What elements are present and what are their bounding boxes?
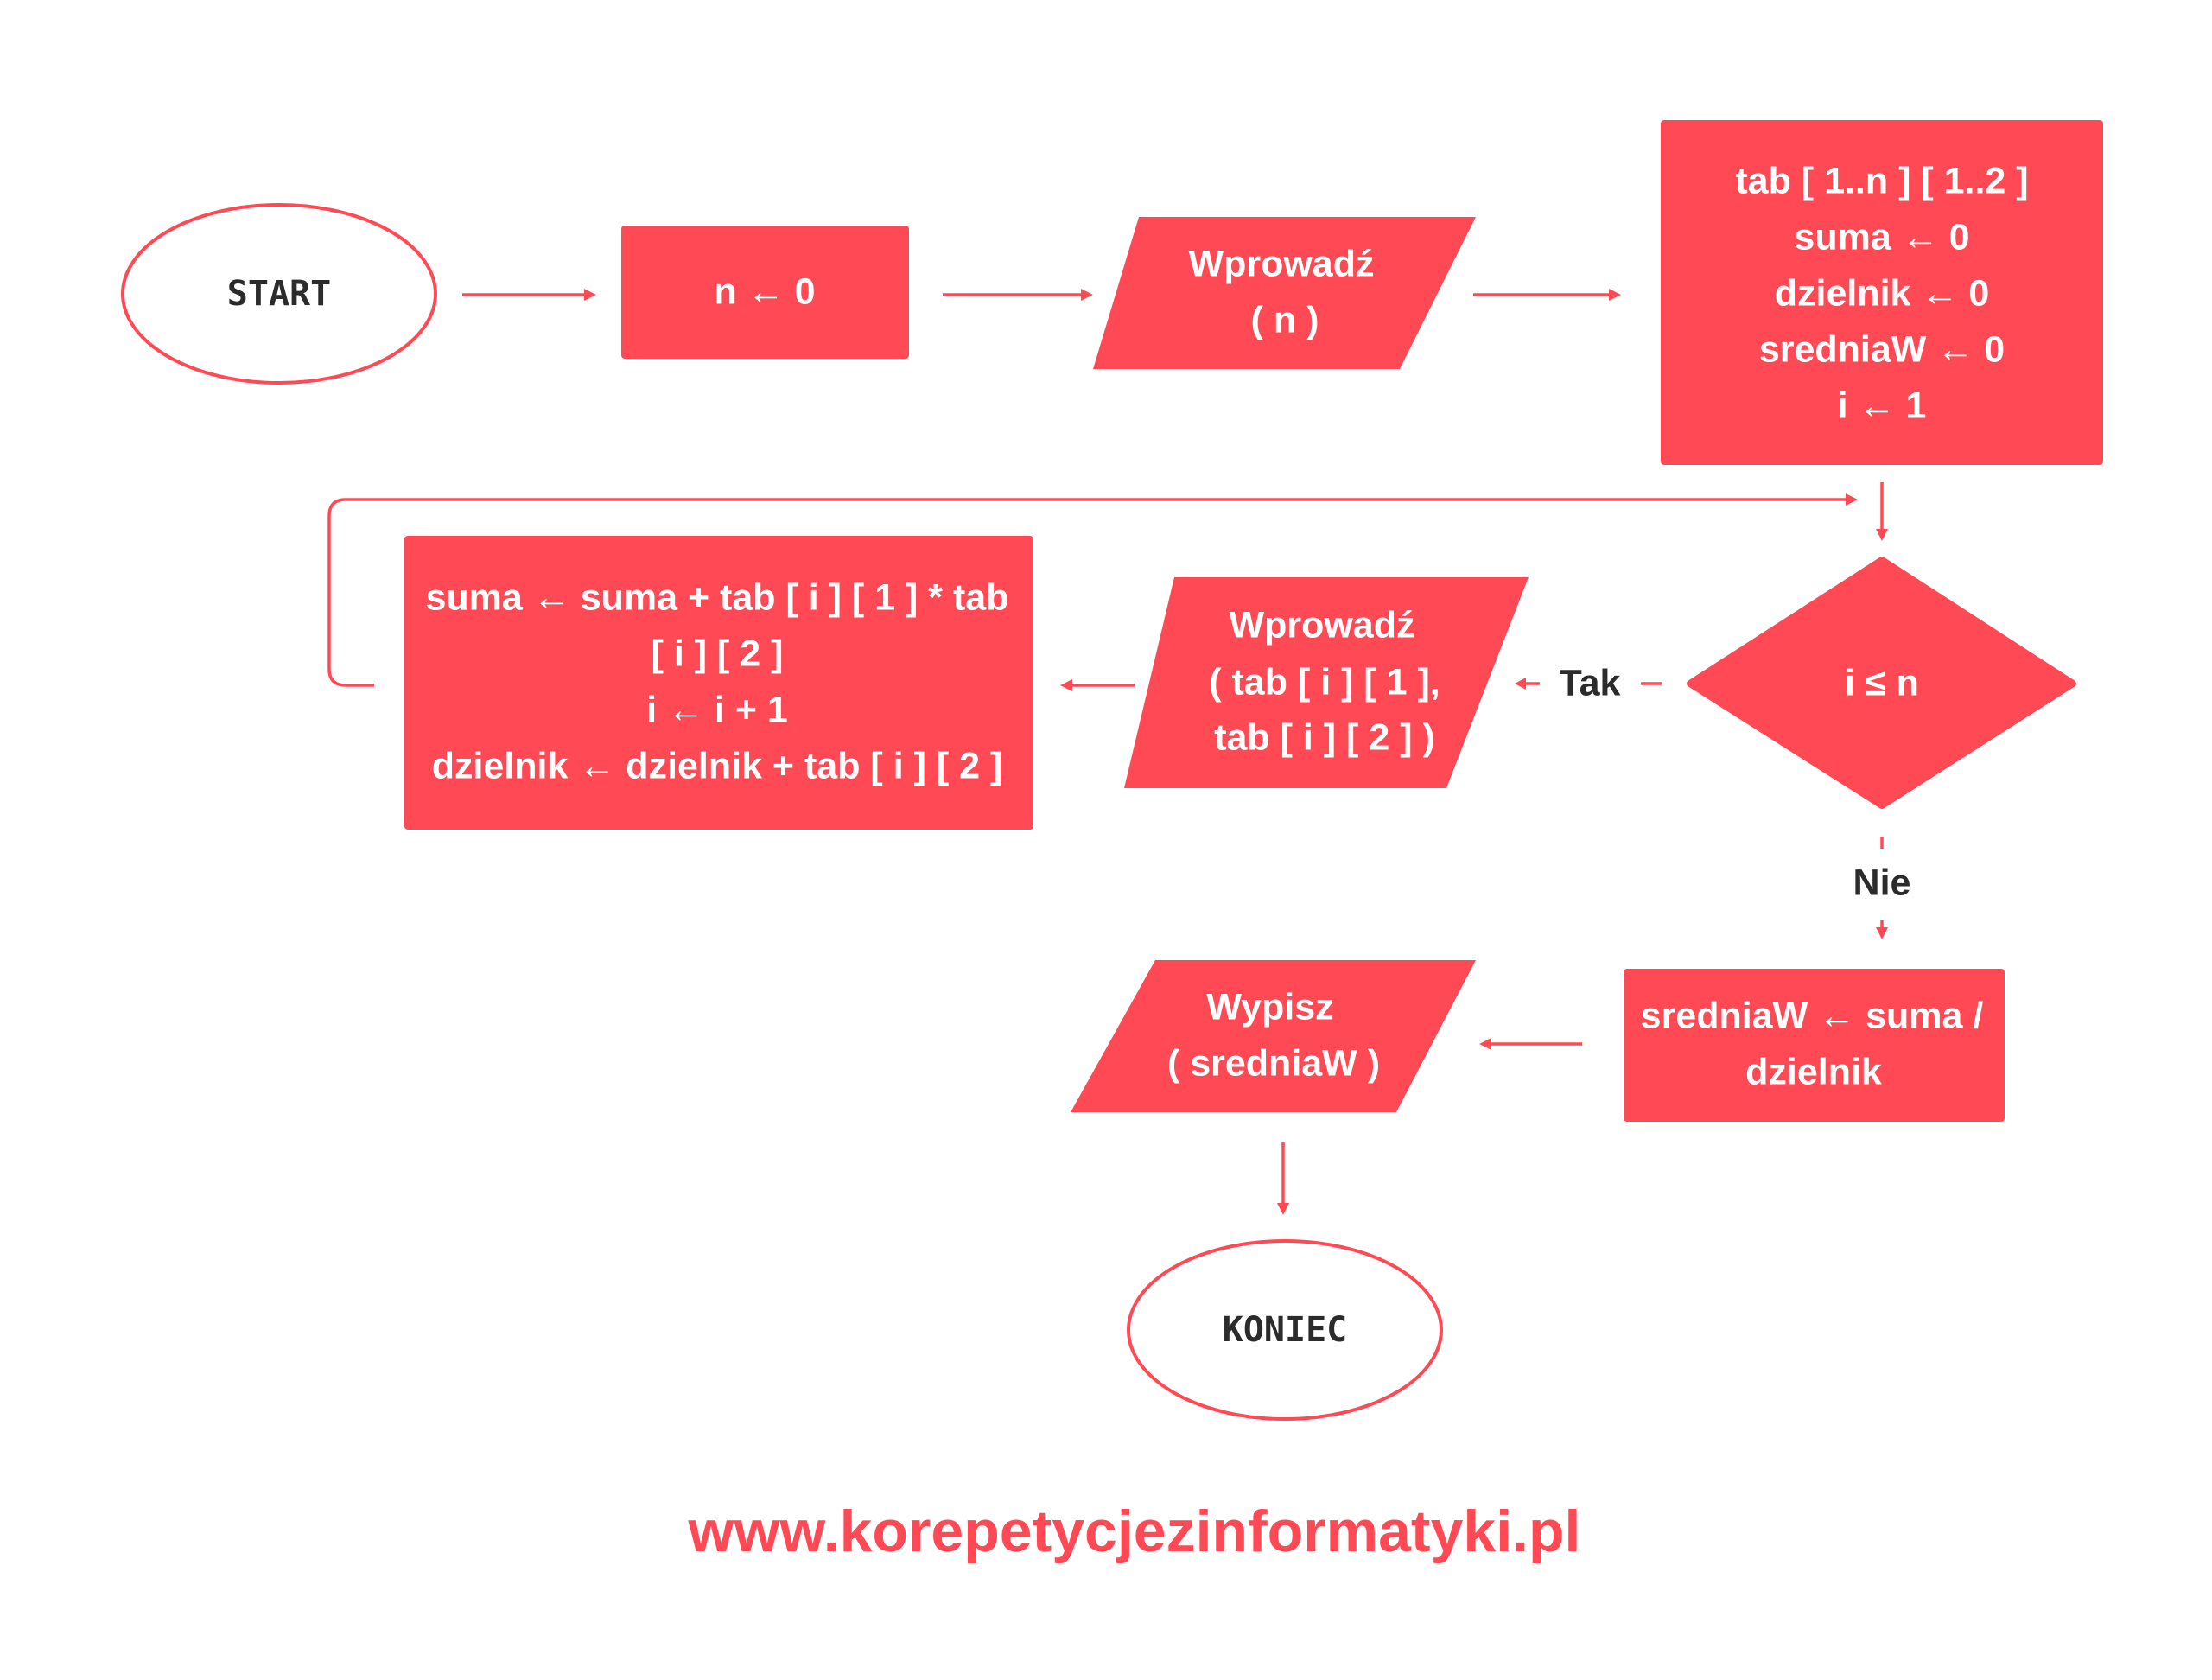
init-vars-line2: suma ← 0 (1794, 216, 1969, 258)
arrow-output-to-end (1277, 1142, 1289, 1215)
start-node: START (121, 203, 437, 385)
init-vars-line5: i ← 1 (1838, 385, 1927, 426)
loop-body-line3: i ← i + 1 (646, 689, 788, 730)
init-vars-line4: sredniaW ← 0 (1759, 328, 2005, 370)
arrow-input-to-body (1060, 679, 1135, 691)
no-label: Nie (1853, 862, 1911, 903)
output-node: Wypisz ( sredniaW ) (1071, 960, 1476, 1112)
input-n-node: Wprowadź ( n ) (1093, 217, 1476, 369)
compute-avg-line2: dzielnik (1745, 1051, 1882, 1092)
loop-back-arrow (327, 493, 1858, 687)
arrow-start-to-init (462, 289, 596, 301)
loop-body-line1: suma ← suma + tab [ i ] [ 1 ] * tab (425, 576, 1008, 618)
input-tab-line2: ( tab [ i ] [ 1 ], (1209, 661, 1440, 703)
arrow-vars-to-condition (1876, 482, 1888, 541)
loop-body-line2: [ i ] [ 2 ] (652, 633, 784, 674)
yes-label: Tak (1560, 662, 1621, 703)
input-n-line2: ( n ) (1251, 299, 1319, 340)
arrow-avg-to-output (1479, 1038, 1582, 1050)
init-vars-node: tab [ 1..n ] [ 1..2 ] suma ← 0 dzielnik … (1661, 120, 2103, 465)
init-vars-line3: dzielnik ← 0 (1775, 272, 1990, 314)
end-node: KONIEC (1127, 1239, 1443, 1421)
output-line1: Wypisz (1206, 986, 1333, 1028)
arrow-init-to-input (943, 289, 1093, 301)
init-n-node: n ← 0 (621, 226, 909, 359)
arrow-input-to-vars (1473, 289, 1621, 301)
input-n-line1: Wprowadź (1189, 243, 1375, 284)
footer-url: www.korepetycjezinformatyki.pl (688, 1499, 1581, 1564)
init-vars-line1: tab [ 1..n ] [ 1..2 ] (1735, 160, 2028, 201)
no-branch: Nie (1853, 837, 1911, 939)
loop-body-node: suma ← suma + tab [ i ] [ 1 ] * tab [ i … (404, 536, 1033, 830)
init-n-label: n ← 0 (714, 270, 815, 312)
condition-label: i ≤ n (1845, 662, 1919, 703)
loop-body-line4: dzielnik ← dzielnik + tab [ i ] [ 2 ] (432, 745, 1003, 786)
input-tab-line1: Wprowadź (1230, 604, 1415, 646)
compute-avg-line1: sredniaW ← suma / (1641, 995, 1984, 1036)
input-tab-line3: tab [ i ] [ 2 ] ) (1214, 716, 1435, 758)
compute-avg-node: sredniaW ← suma / dzielnik (1624, 969, 2005, 1122)
input-tab-node: Wprowadź ( tab [ i ] [ 1 ], tab [ i ] [ … (1124, 577, 1529, 788)
yes-branch: Tak (1515, 662, 1662, 703)
output-line2: ( sredniaW ) (1167, 1042, 1380, 1084)
condition-node: i ≤ n (1687, 557, 2076, 809)
start-label: START (227, 274, 331, 314)
end-label: KONIEC (1223, 1310, 1348, 1350)
